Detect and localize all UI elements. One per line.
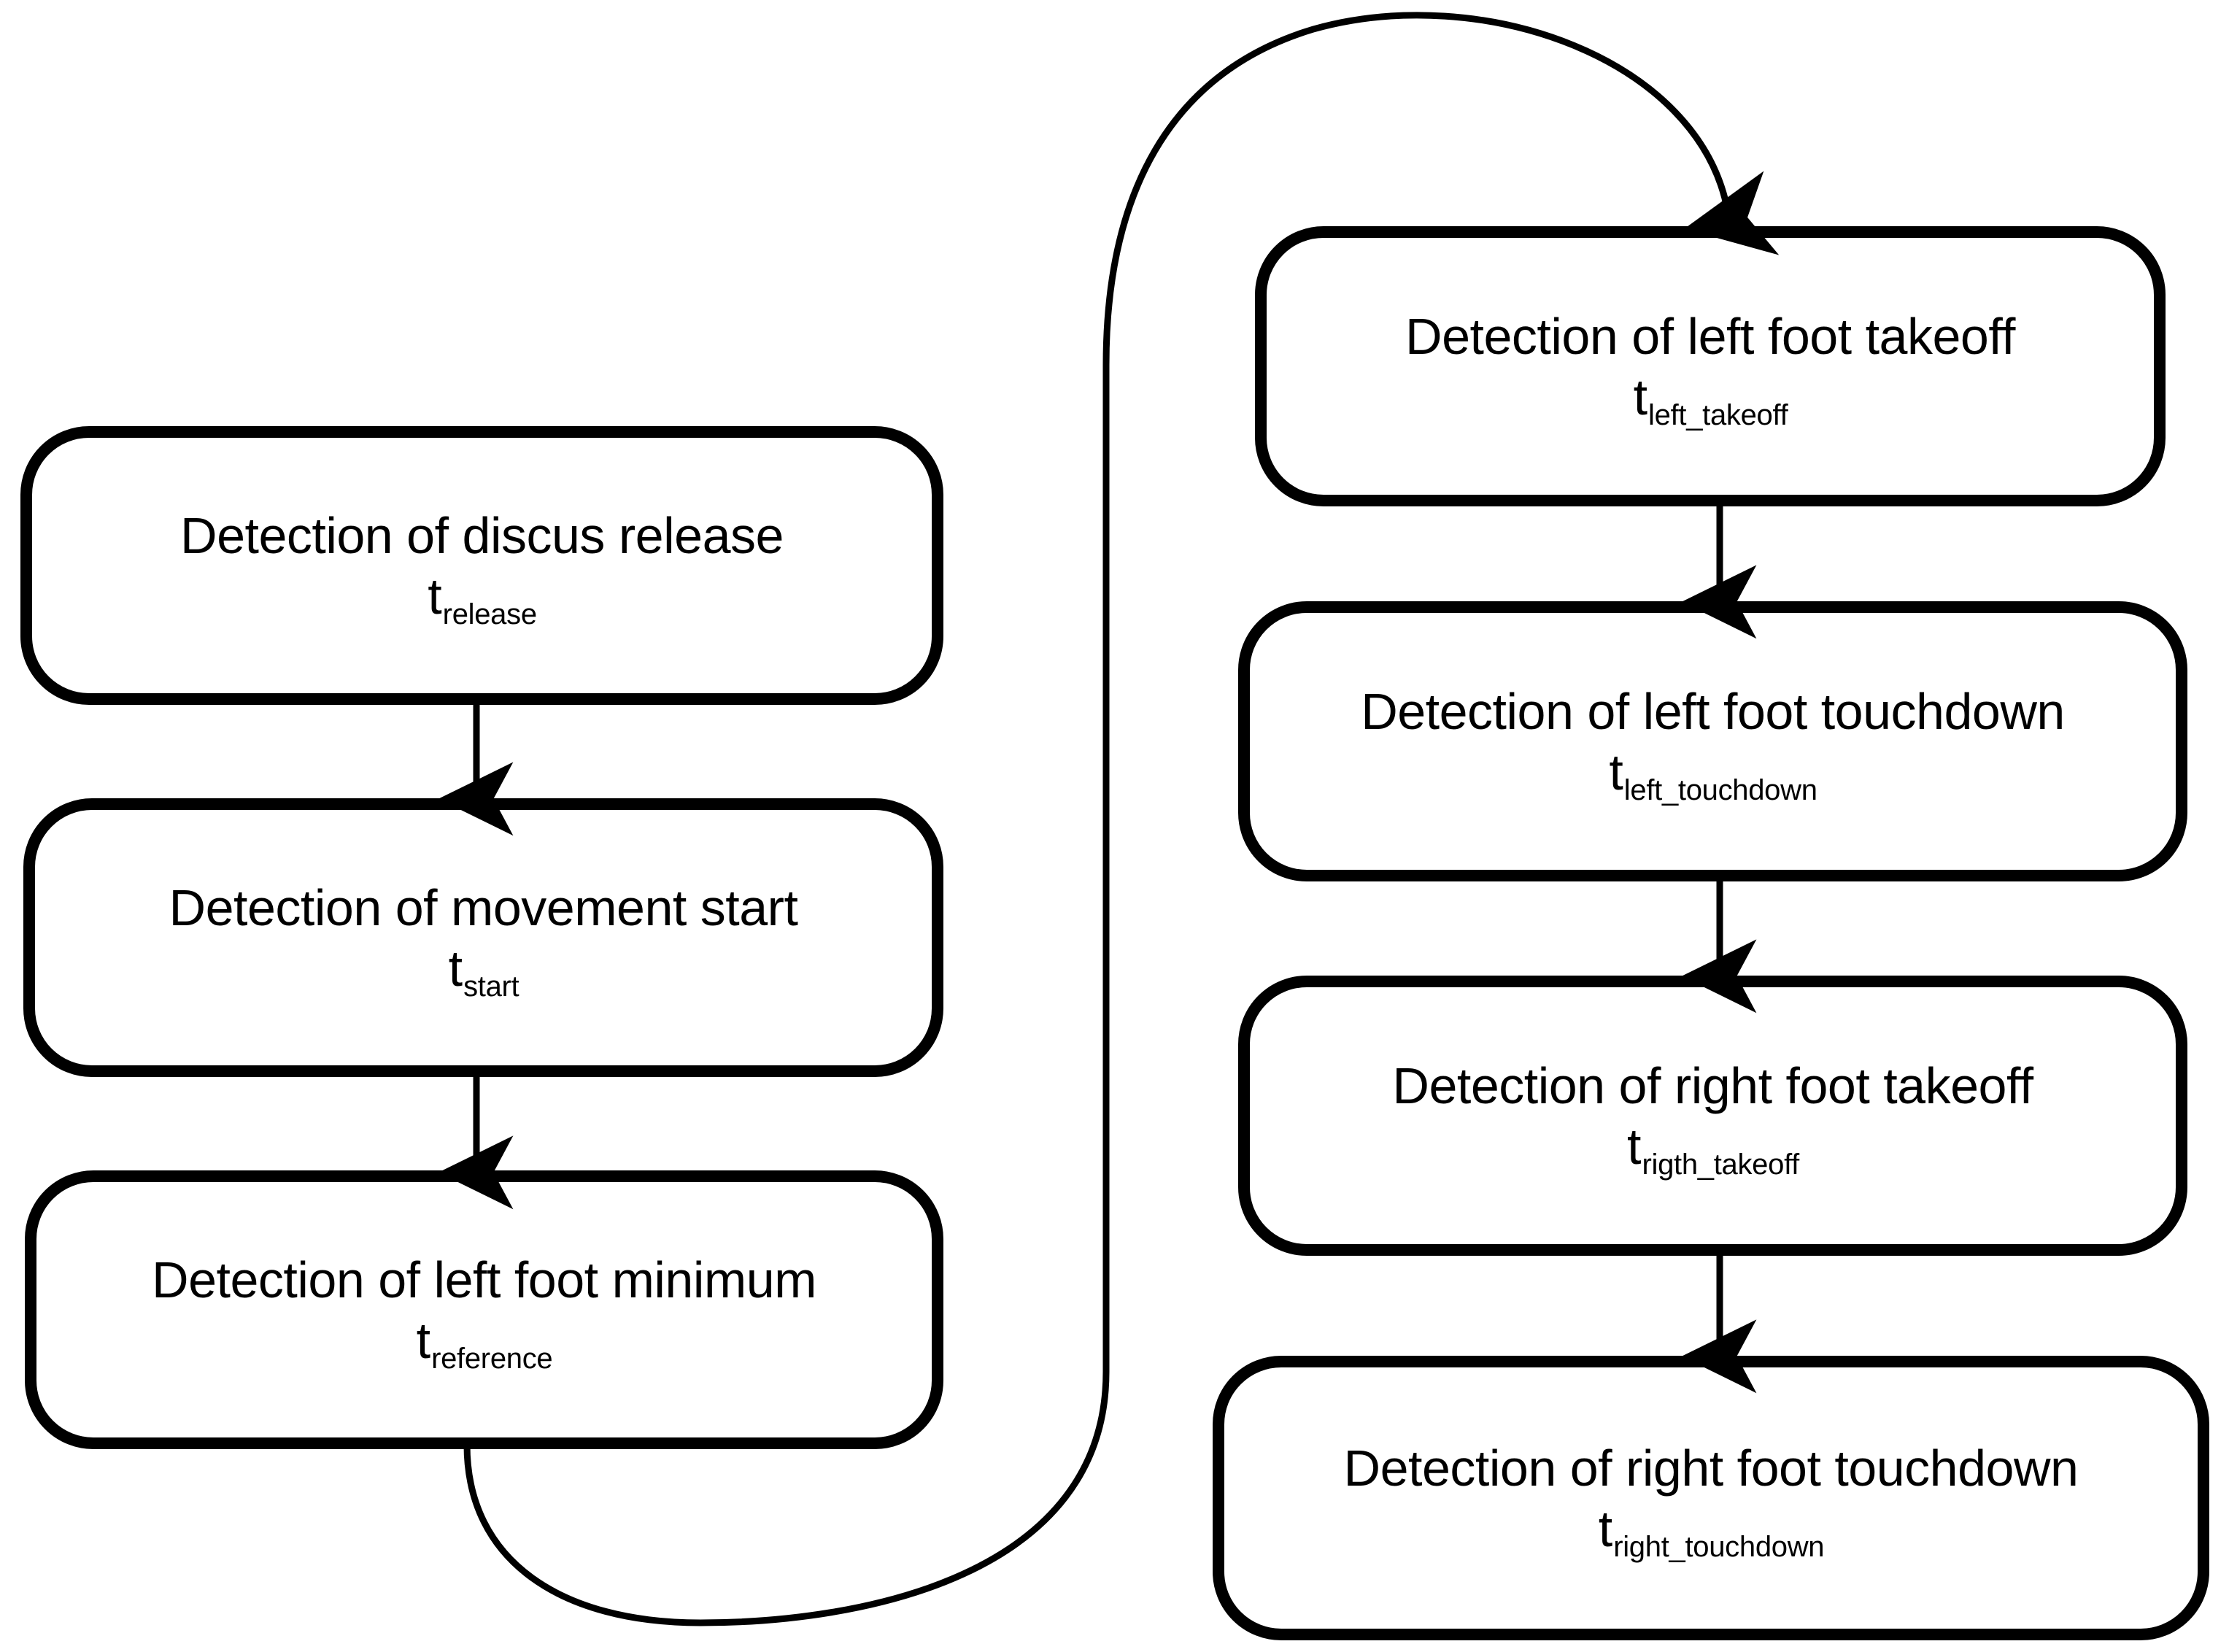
node-shape-right-foot-takeoff[interactable] bbox=[1238, 976, 2187, 1256]
node-shape-movement-start[interactable] bbox=[23, 798, 943, 1077]
node-shape-discus-release[interactable] bbox=[20, 426, 943, 705]
connector-left-foot-minimum-to-left-foot-takeoff bbox=[463, 12, 1780, 1626]
node-shape-left-foot-minimum[interactable] bbox=[25, 1170, 943, 1449]
node-shape-right-foot-touchdown[interactable] bbox=[1213, 1356, 2209, 1640]
node-shape-left-foot-takeoff[interactable] bbox=[1255, 226, 2166, 506]
node-shape-left-foot-touchdown[interactable] bbox=[1238, 601, 2187, 881]
